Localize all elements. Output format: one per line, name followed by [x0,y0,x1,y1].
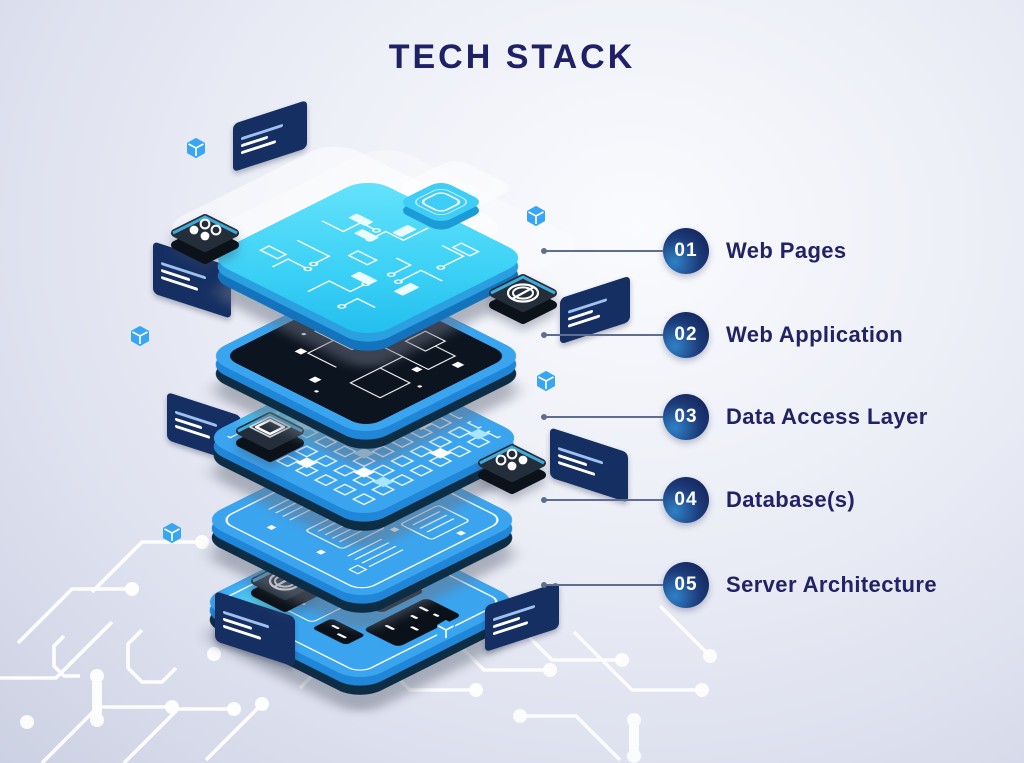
cube-icon [163,523,181,543]
connector-line [541,414,663,420]
connector-line [541,248,663,254]
layer-label: Web Pages [726,238,847,263]
step-number-badge: 02 [663,312,709,358]
layer-label: Database(s) [726,487,856,512]
circuit-traces-bottom-left [0,535,356,763]
four-dots-keycap-icon [171,214,239,264]
step-number-badge: 01 [663,228,709,274]
cube-icon [437,620,455,640]
layer-label: Server Architecture [726,572,937,597]
step-number-badge: 03 [663,394,709,440]
step-number: 02 [674,324,698,345]
cube-icon [527,206,545,226]
page-title: TECH STACK [388,38,636,76]
legend-item-web-application: 02 Web Application [541,312,904,358]
layer-label: Data Access Layer [726,404,928,429]
four-dots-keycap-icon [478,444,546,494]
step-number-badge: 05 [663,562,709,608]
connector-line [541,582,663,588]
connector-line [541,332,663,338]
step-number-badge: 04 [663,477,709,523]
step-number: 05 [674,574,698,595]
layer-label: Web Application [726,322,904,347]
step-number: 04 [674,489,698,510]
legend-item-data-access-layer: 03 Data Access Layer [541,394,928,440]
prohibition-keycap-icon [489,274,557,324]
cube-icon [537,371,555,391]
step-number: 03 [674,406,698,427]
connector-line [541,497,663,503]
cube-icon [187,138,205,158]
attached-pad-tile [397,180,485,233]
cube-icon [131,326,149,346]
step-number: 01 [674,240,698,261]
legend-item-server-architecture: 05 Server Architecture [541,562,937,608]
legend-item-databases: 04 Database(s) [541,477,856,523]
legend-item-web-pages: 01 Web Pages [541,228,847,274]
